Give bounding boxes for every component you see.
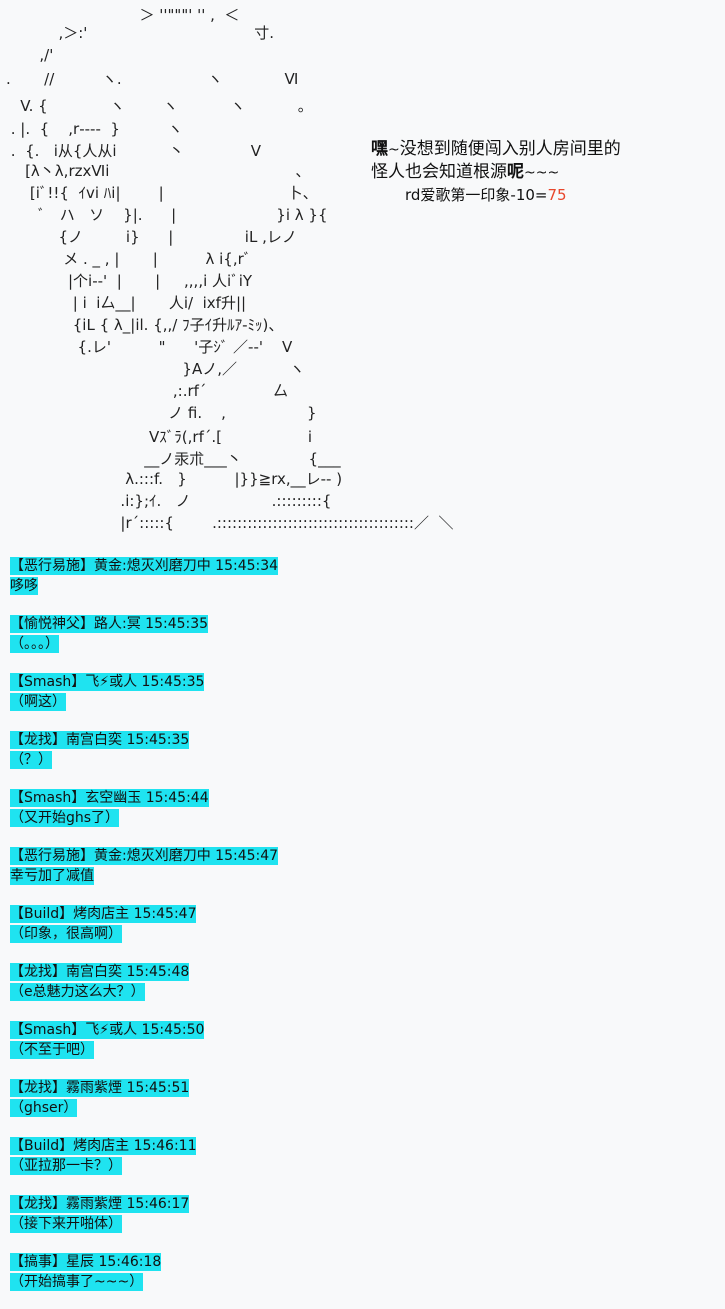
speech-tilde-2: ~~~ (524, 165, 560, 181)
message-header: 【Build】烤肉店主 15:45:47 (10, 905, 197, 923)
ascii-art-line: [iﾞ!!{ ｲvi ﾊi| | 卜、 (6, 184, 318, 202)
message-body: （印象，很高啊） (10, 925, 122, 943)
ascii-art-line: | i i厶__| 人i/ ixf升|| (6, 294, 247, 312)
chat-message: 【Build】烤肉店主 15:45:47 （印象，很高啊） (10, 903, 710, 961)
chat-message: 【搞事】星辰 15:46:18 （开始搞事了~~~） (10, 1251, 710, 1309)
ascii-art-line: [λ丶λ,rzxⅥi 、 (6, 162, 311, 180)
ascii-art-line: ,:.rf´ 厶 (6, 382, 289, 400)
message-header: 【Build】烤肉店主 15:46:11 (10, 1137, 197, 1155)
speech-line-1: 嘿~没想到随便闯入别人房间里的 (371, 138, 621, 161)
message-body: （啊这） (10, 693, 66, 711)
chat-log: 【恶行易施】黄金:熄灭刈磨刀中 15:45:34 哆哆【愉悦神父】路人:冥 15:… (10, 555, 710, 1309)
message-header: 【Smash】玄空幽玉 15:45:44 (10, 789, 209, 807)
ascii-art-line: . |. { ,r‐‐‐- } ヽ (6, 120, 183, 138)
message-header: 【Smash】飞⚡或人 15:45:35 (10, 673, 205, 691)
ascii-art-line: . // ヽ. ヽ Ⅵ (6, 70, 299, 88)
ascii-art-line: .i:};ｲ. ノ .:::::::::{ (6, 492, 332, 510)
message-header: 【搞事】星辰 15:46:18 (10, 1253, 162, 1271)
chat-message: 【龙找】南宫白奕 15:45:35 （？） (10, 729, 710, 787)
ascii-art-panel: ＞ ''"""' '' , ＜ ,＞:' 寸. ,/' . // ヽ. ヽ Ⅵ … (0, 0, 725, 540)
ascii-art-line: メ . _ , | | λ i{,rﾞ (6, 250, 252, 268)
message-body: （？） (10, 751, 52, 769)
chat-message: 【Smash】玄空幽玉 15:45:44 （又开始ghs了） (10, 787, 710, 845)
chat-message: 【龙找】霧雨紫煙 15:45:51 （ghser） (10, 1077, 710, 1135)
ascii-art-line: |r´:::::{ .:::::::::::::::::::::::::::::… (6, 514, 454, 532)
message-body: （亚拉那一卡？） (10, 1157, 122, 1175)
message-header: 【恶行易施】黄金:熄灭刈磨刀中 15:45:47 (10, 847, 279, 865)
chat-message: 【龙找】南宫白奕 15:45:48 （e总魅力这么大？） (10, 961, 710, 1019)
ascii-art-line: ﾞ ハ ソ }|. | }i λ }{ (6, 206, 328, 224)
ascii-art-line: {ノ i} | iL ,レノ (6, 228, 297, 246)
speech-line-3: rd爱歌第一印象-10=75 (405, 184, 621, 206)
ascii-art-line: ＞ ''"""' '' , ＜ (6, 6, 240, 24)
affection-value: 75 (547, 186, 567, 204)
ascii-art-line: __ノ汞朮___丶 {___ (6, 450, 341, 468)
message-body: （。。。） (10, 635, 59, 653)
chat-message: 【恶行易施】黄金:熄灭刈磨刀中 15:45:47 幸亏加了减值 (10, 845, 710, 903)
message-body: （不至于吧） (10, 1041, 94, 1059)
speech-prefix-3: rd爱歌第一印象-10= (405, 186, 548, 204)
message-header: 【龙找】南宫白奕 15:45:35 (10, 731, 190, 749)
chat-message: 【Smash】飞⚡或人 15:45:35 （啊这） (10, 671, 710, 729)
message-body: （又开始ghs了） (10, 809, 120, 827)
ascii-art-line: ,＞:' 寸. (6, 24, 275, 42)
message-body: 幸亏加了减值 (10, 867, 94, 885)
message-body: （开始搞事了~~~） (10, 1273, 144, 1291)
message-body: （e总魅力这么大？） (10, 983, 145, 1001)
message-header: 【愉悦神父】路人:冥 15:45:35 (10, 615, 209, 633)
ascii-art-line: {.レ' " '子ｼﾞ ／‐‐' V (6, 338, 293, 356)
ascii-art-line: Vｽﾞﾗ(,rf´.[ i (6, 428, 312, 446)
message-header: 【龙找】霧雨紫煙 15:46:17 (10, 1195, 190, 1213)
ascii-art-line: {iL { λ_|il. {,,/ ﾌ子ｲ升ﾙｱ‐ﾐｯ)、 (6, 316, 284, 334)
ascii-art-line: |个i‐‐' | | ,,,,i 人iﾞiY (6, 272, 253, 290)
speech-text: 嘿~没想到随便闯入别人房间里的 怪人也会知道根源呢~~~ rd爱歌第一印象-10… (371, 138, 621, 206)
message-header: 【恶行易施】黄金:熄灭刈磨刀中 15:45:34 (10, 557, 279, 575)
ascii-art-line: }Aノ,／ ヽ (6, 360, 305, 378)
ascii-art-line: ,/' (6, 46, 73, 64)
message-header: 【龙找】南宫白奕 15:45:48 (10, 963, 190, 981)
speech-tilde-1: ~ (388, 142, 400, 158)
message-body: （接下来开啪体） (10, 1215, 122, 1233)
speech-bold-1: 嘿 (371, 139, 388, 159)
chat-message: 【Smash】飞⚡或人 15:45:50 （不至于吧） (10, 1019, 710, 1077)
message-body: （ghser） (10, 1099, 78, 1117)
speech-bold-2: 呢 (507, 162, 524, 182)
ascii-art-line: λ.:::f. } |}}≧rx,__レ‐‐ ) (6, 470, 343, 488)
message-body: 哆哆 (10, 577, 38, 595)
speech-text-1: 没想到随便闯入别人房间里的 (399, 139, 621, 159)
chat-message: 【恶行易施】黄金:熄灭刈磨刀中 15:45:34 哆哆 (10, 555, 710, 613)
message-header: 【Smash】飞⚡或人 15:45:50 (10, 1021, 205, 1039)
ascii-art-line: V. { ヽ ヽ ヽ 。 (6, 97, 313, 115)
speech-line-2: 怪人也会知道根源呢~~~ (371, 161, 621, 184)
speech-text-2: 怪人也会知道根源 (371, 162, 507, 182)
chat-message: 【愉悦神父】路人:冥 15:45:35 （。。。） (10, 613, 710, 671)
chat-message: 【Build】烤肉店主 15:46:11 （亚拉那一卡？） (10, 1135, 710, 1193)
message-header: 【龙找】霧雨紫煙 15:45:51 (10, 1079, 190, 1097)
ascii-art-line: ノ fi. , } (6, 404, 317, 422)
chat-message: 【龙找】霧雨紫煙 15:46:17 （接下来开啪体） (10, 1193, 710, 1251)
ascii-art-line: . {. i从{人从i 丶 V (6, 142, 262, 160)
